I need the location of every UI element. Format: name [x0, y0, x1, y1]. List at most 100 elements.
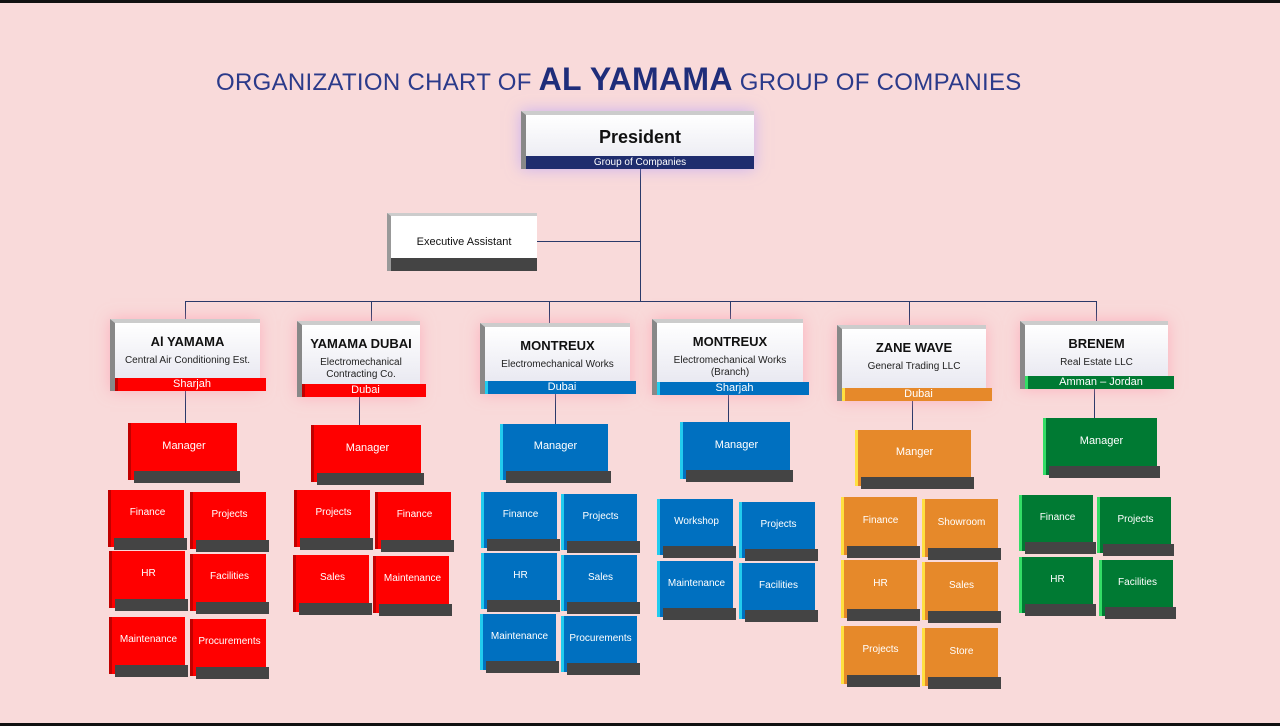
president-title: President — [598, 127, 682, 147]
manager-box: Manger — [855, 430, 974, 489]
box-label: Finance — [502, 508, 539, 520]
department-box: Sales — [922, 562, 1001, 623]
box-base — [567, 663, 640, 675]
connector-line — [911, 401, 913, 430]
box-base — [686, 470, 793, 482]
box-label: Maintenance — [119, 634, 178, 645]
box-base — [487, 600, 560, 612]
box-label: Manger — [895, 446, 934, 458]
department-box: Projects — [294, 490, 373, 550]
box-base — [486, 661, 559, 673]
company-location: Amman – Jordan — [1025, 376, 1174, 389]
box-label: HR — [141, 568, 156, 579]
department-box: Projects — [1097, 497, 1174, 556]
company-location: Dubai — [302, 384, 426, 397]
connector-line — [185, 301, 186, 319]
box-label: HR — [1050, 573, 1065, 585]
box-base — [745, 610, 818, 622]
department-box: Maintenance — [480, 614, 559, 673]
department-box: Projects — [739, 502, 818, 561]
department-box: Finance — [375, 492, 454, 552]
box-base — [379, 604, 452, 616]
company-name: MONTREUX — [692, 334, 768, 349]
box-base — [861, 477, 974, 489]
box-base — [114, 538, 187, 550]
box-label: Store — [949, 645, 974, 657]
box-base — [134, 471, 240, 483]
box-base — [663, 546, 736, 558]
connector-line — [536, 241, 640, 242]
department-box: Facilities — [190, 554, 269, 614]
box-base — [115, 665, 188, 677]
box-label: Manager — [162, 439, 206, 452]
box-label: Projects — [760, 518, 797, 530]
department-box: Finance — [1019, 495, 1096, 554]
box-label: Projects — [211, 509, 248, 520]
box-base — [196, 602, 269, 614]
box-label: Projects — [315, 507, 352, 518]
connector-line — [640, 169, 641, 301]
department-box: Sales — [561, 555, 640, 614]
box-label: Manager — [714, 438, 759, 451]
box-base — [745, 549, 818, 561]
company-subtitle: Electromechanical Works — [501, 359, 614, 370]
box-label: Maintenance — [383, 573, 442, 584]
box-label: Projects — [582, 510, 619, 522]
department-box: Projects — [561, 494, 640, 553]
company-location: Sharjah — [657, 382, 809, 395]
department-box: Maintenance — [657, 561, 736, 620]
company-name: Al YAMAMA — [150, 334, 225, 349]
box-base — [506, 471, 611, 483]
box-base — [1025, 542, 1096, 554]
box-label: Sales — [319, 572, 345, 583]
company-name: BRENEM — [1068, 336, 1125, 351]
box-label: Maintenance — [490, 630, 549, 642]
box-base — [663, 608, 736, 620]
manager-box: Manager — [500, 424, 611, 483]
connector-line — [549, 301, 550, 323]
connector-line — [1094, 389, 1095, 418]
box-label: Manager — [1079, 434, 1124, 447]
box-label: Sales — [948, 579, 974, 591]
connector-line — [371, 301, 372, 321]
box-label: Facilities — [210, 571, 249, 582]
box-base — [381, 540, 454, 552]
department-box: Projects — [190, 492, 269, 552]
box-label: HR — [513, 569, 528, 581]
box-base — [1025, 604, 1096, 616]
box-label: HR — [873, 577, 888, 589]
department-box: Procurements — [561, 616, 640, 675]
connector-line — [730, 301, 731, 319]
connector-line — [185, 391, 186, 423]
box-label: Showroom — [937, 516, 986, 528]
box-base — [1105, 607, 1176, 619]
company-name: MONTREUX — [520, 338, 595, 353]
box-base — [847, 609, 920, 621]
manager-box: Manager — [128, 423, 240, 483]
manager-box: Manager — [311, 425, 424, 485]
connector-line — [1096, 301, 1097, 321]
box-label: Workshop — [674, 515, 719, 527]
box-base — [299, 603, 372, 615]
connector-line — [185, 301, 1097, 302]
chart-title: ORGANIZATION CHART OF AL YAMAMA GROUP OF… — [216, 61, 1022, 97]
department-box: Facilities — [1099, 560, 1176, 619]
department-box: Finance — [108, 490, 187, 550]
box-base — [115, 599, 188, 611]
company-location: Sharjah — [115, 378, 266, 391]
box-base — [1103, 544, 1174, 556]
department-box: HR — [481, 553, 560, 612]
box-label: Sales — [587, 571, 613, 583]
box-label: Maintenance — [667, 577, 726, 589]
box-base — [567, 541, 640, 553]
president-box: President Group of Companies — [521, 111, 754, 169]
box-label: Finance — [129, 507, 166, 518]
box-label: Projects — [1117, 513, 1154, 525]
company-location: Dubai — [485, 381, 636, 394]
department-box: Sales — [293, 555, 372, 615]
box-base — [847, 675, 920, 687]
